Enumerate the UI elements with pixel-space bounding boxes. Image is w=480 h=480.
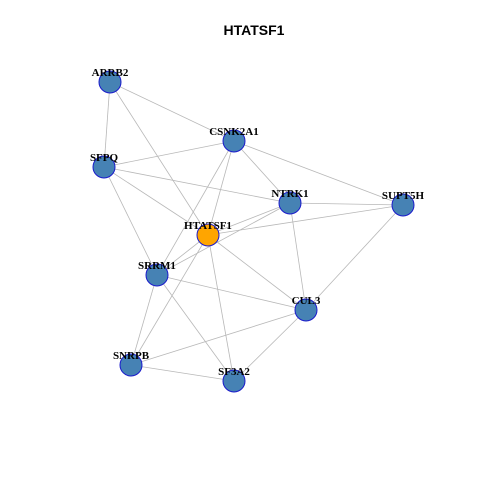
edge-csnk2a1-sfpq — [103, 140, 235, 168]
edge-csnk2a1-srrm1 — [156, 140, 235, 276]
edge-snrpb-sf3a2 — [130, 364, 235, 382]
edge-cul3-snrpb — [130, 309, 307, 366]
node-circle-sf3a2 — [222, 369, 246, 393]
node-label-cul3: CUL3 — [292, 295, 321, 307]
node-label-csnk2a1: CSNK2A1 — [209, 126, 259, 138]
node-cul3: CUL3 — [292, 295, 321, 322]
edge-arrb2-sfpq — [103, 81, 111, 168]
node-circle-cul3 — [294, 298, 318, 322]
edge-supt5h-cul3 — [305, 204, 404, 311]
chart-title: HTATSF1 — [224, 22, 285, 38]
edge-layer — [103, 81, 404, 382]
edge-htatsf1-cul3 — [207, 234, 307, 311]
node-arrb2: ARRB2 — [92, 67, 129, 94]
node-circle-arrb2 — [98, 70, 122, 94]
node-label-supt5h: SUPT5H — [382, 190, 425, 202]
edge-htatsf1-snrpb — [130, 234, 209, 366]
edge-ntrk1-cul3 — [289, 202, 307, 311]
edge-ntrk1-htatsf1 — [207, 202, 291, 236]
node-circle-csnk2a1 — [222, 129, 246, 153]
node-htatsf1: HTATSF1 — [184, 220, 232, 247]
node-label-htatsf1: HTATSF1 — [184, 220, 232, 232]
edge-sfpq-srrm1 — [103, 166, 158, 276]
node-label-srrm1: SRRM1 — [138, 260, 176, 272]
edge-csnk2a1-htatsf1 — [207, 140, 235, 236]
node-circle-ntrk1 — [278, 191, 302, 215]
edge-srrm1-cul3 — [156, 274, 307, 311]
edge-srrm1-sf3a2 — [156, 274, 235, 382]
node-csnk2a1: CSNK2A1 — [209, 126, 259, 153]
node-label-sfpq: SFPQ — [90, 152, 119, 164]
edge-sfpq-htatsf1 — [103, 166, 209, 236]
node-label-ntrk1: NTRK1 — [271, 188, 308, 200]
node-label-arrb2: ARRB2 — [92, 67, 129, 79]
edge-srrm1-snrpb — [130, 274, 158, 366]
edge-ntrk1-srrm1 — [156, 202, 291, 276]
edge-csnk2a1-supt5h — [233, 140, 404, 206]
edge-supt5h-htatsf1 — [207, 204, 404, 236]
edge-arrb2-csnk2a1 — [109, 81, 235, 142]
node-sf3a2: SF3A2 — [218, 366, 250, 393]
edge-arrb2-htatsf1 — [109, 81, 209, 236]
node-circle-sfpq — [92, 155, 116, 179]
node-circle-srrm1 — [145, 263, 169, 287]
node-circle-snrpb — [119, 353, 143, 377]
edge-cul3-sf3a2 — [233, 309, 307, 382]
node-circle-htatsf1 — [196, 223, 220, 247]
node-circle-supt5h — [391, 193, 415, 217]
node-snrpb: SNRPB — [113, 350, 150, 377]
node-label-snrpb: SNRPB — [113, 350, 150, 362]
node-sfpq: SFPQ — [90, 152, 119, 179]
edge-csnk2a1-ntrk1 — [233, 140, 291, 204]
edge-htatsf1-sf3a2 — [207, 234, 235, 382]
node-label-sf3a2: SF3A2 — [218, 366, 250, 378]
edge-sfpq-ntrk1 — [103, 166, 291, 204]
node-srrm1: SRRM1 — [138, 260, 176, 287]
node-supt5h: SUPT5H — [382, 190, 425, 217]
node-ntrk1: NTRK1 — [271, 188, 309, 215]
edge-ntrk1-supt5h — [289, 202, 404, 206]
